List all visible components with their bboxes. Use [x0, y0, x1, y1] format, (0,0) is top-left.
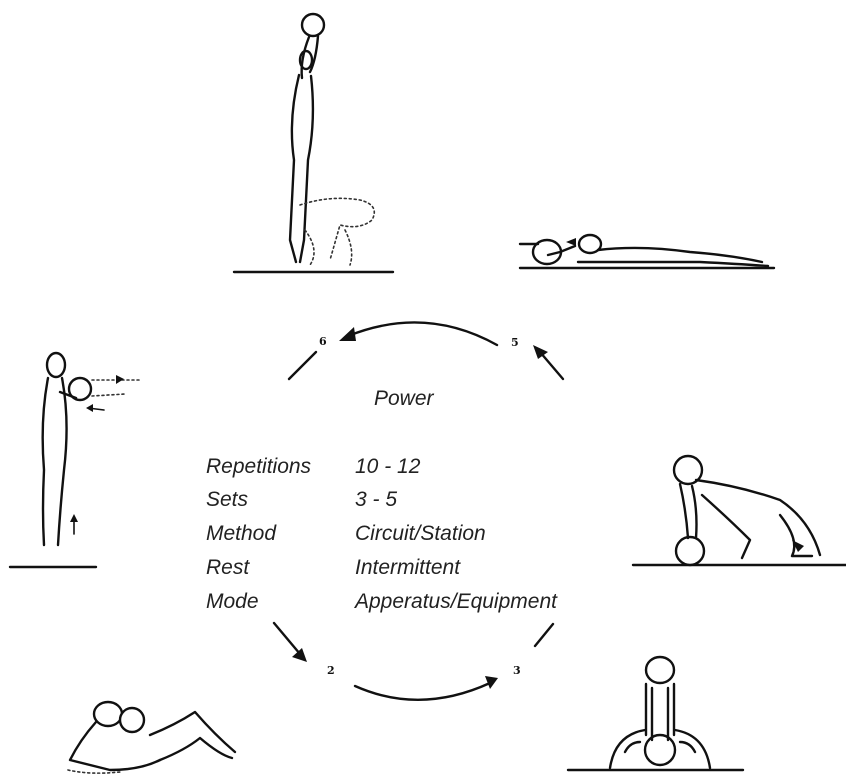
- arrowhead-3: [485, 676, 498, 689]
- row-label-sets: Sets: [206, 488, 248, 512]
- figure-crouch-ball: [633, 456, 846, 565]
- arrowhead-2: [292, 648, 307, 662]
- figure-prone-push: [520, 235, 774, 268]
- row-value-method: Circuit/Station: [355, 522, 486, 546]
- arc-arrow-5-to-6: [348, 322, 497, 345]
- medicine-ball-icon-5: [120, 708, 144, 732]
- figure-squat-lift: [568, 657, 743, 770]
- row-label-mode: Mode: [206, 590, 259, 614]
- row-label-repetitions: Repetitions: [206, 455, 311, 479]
- row-label-method: Method: [206, 522, 276, 546]
- arc-arrow-2-to-3: [355, 683, 490, 700]
- medicine-ball-icon: [302, 14, 324, 36]
- station-number-3: 3: [513, 664, 521, 677]
- arc-stub-lower-right: [535, 624, 553, 646]
- station-number-5: 5: [511, 336, 519, 349]
- diagram-title: Power: [374, 387, 434, 411]
- circuit-arrows: [274, 322, 563, 699]
- row-label-rest: Rest: [206, 556, 249, 580]
- medicine-ball-icon-4: [676, 537, 704, 565]
- arc-stub-upper-left: [289, 352, 316, 379]
- station-number-6: 6: [319, 335, 327, 348]
- row-value-sets: 3 - 5: [355, 488, 397, 512]
- medicine-ball-icon-6: [645, 735, 675, 765]
- figure-overhead-throw: [234, 14, 393, 272]
- figure-chest-pass: [10, 353, 140, 567]
- arc-stub-upper-right: [540, 352, 563, 379]
- arrowhead-6: [339, 327, 356, 341]
- arc-arrow-lower-left: [274, 623, 300, 654]
- row-value-rest: Intermittent: [355, 556, 460, 580]
- figure-situp-toss: [68, 702, 235, 773]
- row-value-mode: Apperatus/Equipment: [355, 590, 557, 614]
- station-number-2: 2: [327, 664, 335, 677]
- row-value-repetitions: 10 - 12: [355, 455, 420, 479]
